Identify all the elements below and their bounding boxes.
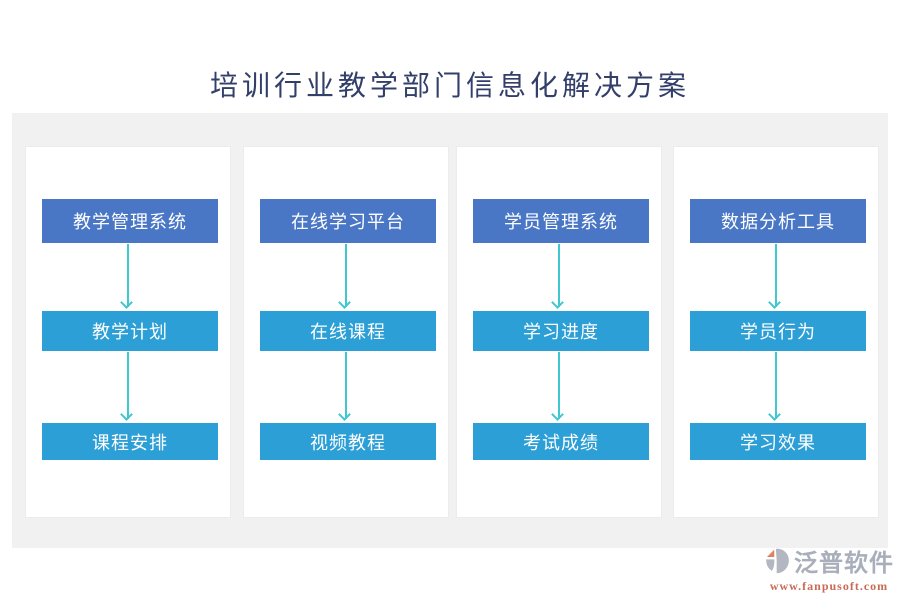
fanpu-logo-icon bbox=[764, 548, 791, 574]
down-arrow-icon bbox=[551, 244, 564, 309]
flow-item-box: 学员行为 bbox=[690, 311, 866, 351]
arrowhead-icon bbox=[768, 296, 781, 309]
flow-header-box: 教学管理系统 bbox=[42, 199, 218, 243]
brand-watermark: 泛普软件 www.fanpusoft.com bbox=[764, 543, 894, 594]
arrowhead-icon bbox=[768, 408, 781, 421]
down-arrow-icon bbox=[551, 352, 564, 421]
arrowhead-icon bbox=[338, 296, 351, 309]
flow-header-box: 学员管理系统 bbox=[473, 199, 649, 243]
down-arrow-icon bbox=[338, 244, 351, 309]
flow-card-teaching-management: 教学管理系统 教学计划 课程安排 bbox=[25, 146, 231, 518]
flow-item-box: 考试成绩 bbox=[473, 423, 649, 460]
down-arrow-icon bbox=[768, 244, 781, 309]
brand-url: www.fanpusoft.com bbox=[769, 579, 889, 593]
arrowhead-icon bbox=[120, 296, 133, 309]
down-arrow-icon bbox=[338, 352, 351, 421]
flow-item-box: 在线课程 bbox=[260, 311, 436, 351]
brand-name: 泛普软件 bbox=[794, 550, 894, 577]
down-arrow-icon bbox=[120, 352, 133, 421]
flow-item-box: 学习进度 bbox=[473, 311, 649, 351]
down-arrow-icon bbox=[768, 352, 781, 421]
flow-card-online-learning: 在线学习平台 在线课程 视频教程 bbox=[243, 146, 449, 518]
arrowhead-icon bbox=[338, 408, 351, 421]
flow-item-box: 学习效果 bbox=[690, 423, 866, 460]
arrowhead-icon bbox=[551, 296, 564, 309]
flow-header-box: 数据分析工具 bbox=[690, 199, 866, 243]
down-arrow-icon bbox=[120, 244, 133, 309]
flow-item-box: 课程安排 bbox=[42, 423, 218, 460]
arrowhead-icon bbox=[120, 408, 133, 421]
flow-header-box: 在线学习平台 bbox=[260, 199, 436, 243]
page-title: 培训行业教学部门信息化解决方案 bbox=[209, 71, 690, 102]
flow-item-box: 教学计划 bbox=[42, 311, 218, 351]
flow-item-box: 视频教程 bbox=[260, 423, 436, 460]
flow-card-data-analysis: 数据分析工具 学员行为 学习效果 bbox=[673, 146, 879, 518]
arrowhead-icon bbox=[551, 408, 564, 421]
content-panel: 教学管理系统 教学计划 课程安排 在线学习平台 在线课程 视频教程 学员管理系统… bbox=[12, 113, 888, 548]
flow-card-student-management: 学员管理系统 学习进度 考试成绩 bbox=[456, 146, 662, 518]
